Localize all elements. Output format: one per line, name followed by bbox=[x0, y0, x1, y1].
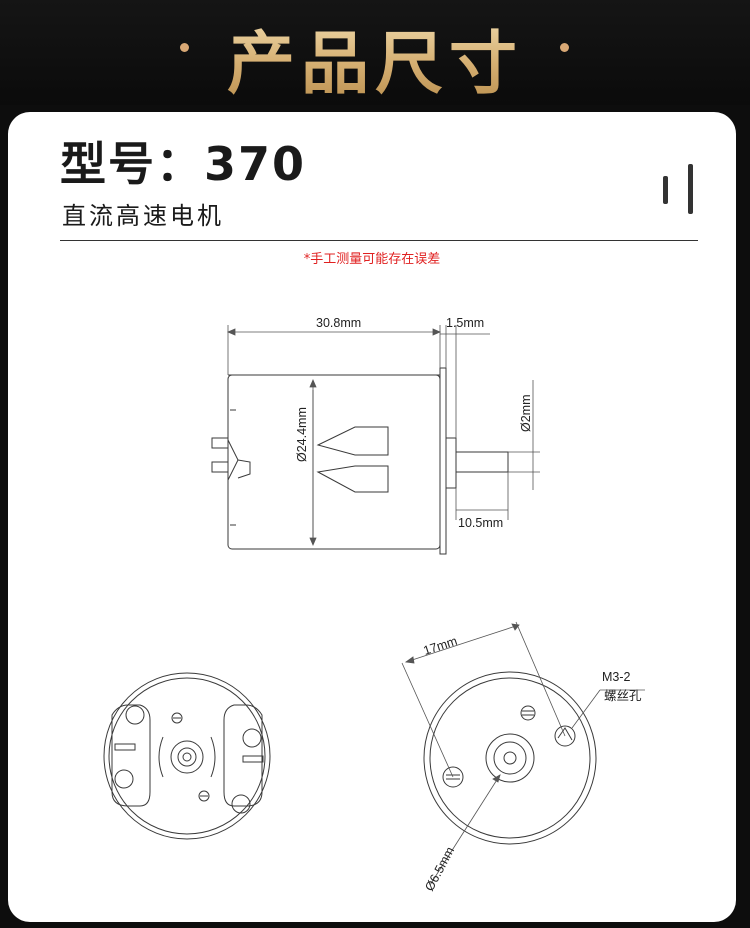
dim-hole-spacing: 17mm bbox=[422, 634, 459, 658]
front-boss bbox=[485, 733, 535, 783]
divider-line bbox=[60, 240, 698, 241]
front-view-labels: 17mm M3-2 螺丝孔 Ø6.5mm bbox=[422, 634, 642, 894]
decor-bar-tall bbox=[688, 164, 693, 214]
rear-outer-circle bbox=[103, 672, 271, 840]
rear-terminal-pad-left bbox=[111, 704, 151, 807]
rear-terminal-pad-right bbox=[223, 704, 263, 807]
dim-boss-diameter: Ø6.5mm bbox=[422, 845, 457, 894]
rear-bearing-housing bbox=[170, 740, 204, 774]
dim-shaft-diameter: Ø2mm bbox=[519, 395, 533, 433]
terminal-bottom bbox=[211, 461, 228, 473]
front-view-dimension-lines bbox=[401, 621, 645, 886]
header-banner: 产品尺寸 bbox=[0, 0, 750, 105]
model-number: 型号：370 bbox=[60, 137, 307, 191]
dim-screw-spec: M3-2 bbox=[602, 670, 631, 684]
terminal-top bbox=[211, 437, 228, 449]
dim-flange: 1.5mm bbox=[446, 316, 484, 330]
side-view-labels: 30.8mm 1.5mm Ø24.4mm Ø2mm 10.5mm bbox=[295, 316, 533, 530]
dim-body-diameter: Ø24.4mm bbox=[295, 407, 309, 462]
screw-hole-left bbox=[442, 766, 464, 788]
brush-upper bbox=[316, 426, 389, 456]
motor-shaft bbox=[455, 451, 509, 473]
page-title: 产品尺寸 bbox=[0, 8, 750, 107]
brush-lower bbox=[316, 465, 389, 493]
measurement-disclaimer: *手工测量可能存在误差 bbox=[303, 252, 441, 267]
dim-length: 30.8mm bbox=[316, 316, 361, 330]
decor-dot-right bbox=[560, 43, 569, 52]
front-outer-circle bbox=[423, 671, 597, 845]
motor-flange bbox=[439, 367, 447, 555]
rear-end-view bbox=[103, 672, 271, 840]
screw-hole-label: 螺丝孔 bbox=[604, 689, 642, 703]
front-end-view bbox=[423, 671, 597, 845]
motor-type: 直流高速电机 bbox=[62, 202, 224, 230]
side-view-dimension-lines bbox=[226, 325, 540, 547]
decor-dot-left bbox=[180, 43, 189, 52]
screw-hole-right bbox=[554, 725, 576, 747]
dim-shaft-length: 10.5mm bbox=[458, 516, 503, 530]
decor-bar-short bbox=[663, 176, 668, 204]
shaft-boss bbox=[445, 437, 457, 489]
spec-card: 型号：370 直流高速电机 *手工测量可能存在误差 bbox=[8, 112, 736, 922]
motor-body-outline bbox=[227, 374, 441, 550]
